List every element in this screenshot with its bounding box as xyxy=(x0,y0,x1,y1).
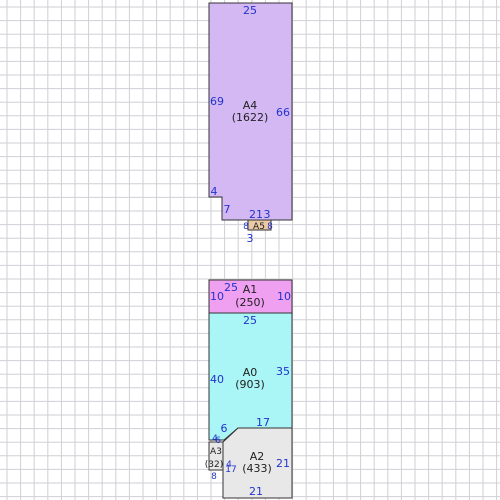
area-A0-name: A0 xyxy=(243,366,258,379)
dim-A0-right: 35 xyxy=(276,365,290,378)
area-A4-shape[interactable] xyxy=(208,2,293,221)
dim-A4-right: 66 xyxy=(276,106,290,119)
area-A5-shape[interactable] xyxy=(247,219,272,231)
dim-A2-left-b: 17 xyxy=(225,465,236,475)
dim-A4-notch-bottom: 7 xyxy=(224,203,231,216)
dim-A1-top: 25 xyxy=(224,281,238,294)
area-A3-shape[interactable] xyxy=(208,441,224,471)
area-A4-size: (1622) xyxy=(232,111,269,124)
dim-A2-left-a: 4 xyxy=(226,460,232,470)
area-A4-name: A4 xyxy=(243,99,258,112)
dim-A0-bottom: 17 xyxy=(256,416,270,429)
dim-A0-top: 25 xyxy=(243,314,257,327)
dim-A5-bottom: 3 xyxy=(247,232,254,245)
area-A1-name: A1 xyxy=(243,283,258,296)
dim-A4-bottom-right: 3 xyxy=(264,208,271,221)
dim-A3-top: 4 xyxy=(212,434,218,444)
dim-A4-top: 25 xyxy=(243,4,257,17)
dim-A1-left: 10 xyxy=(210,290,224,303)
dim-A4-bottom-mid: 21 xyxy=(249,208,263,221)
area-A1-size: (250) xyxy=(235,296,265,309)
area-A0-size: (903) xyxy=(235,378,265,391)
dim-A0-left: 40 xyxy=(210,373,224,386)
area-A2-size: (433) xyxy=(242,462,272,475)
dim-A0-diag: 6 xyxy=(221,422,228,435)
dim-A3-top-b: 6 xyxy=(215,436,221,446)
dim-A2-right: 21 xyxy=(276,457,290,470)
area-A2-name: A2 xyxy=(250,450,265,463)
dim-A4-notch-side: 4 xyxy=(211,185,218,198)
area-A3-size: (32) xyxy=(205,460,223,470)
dim-A4-left: 69 xyxy=(210,95,224,108)
area-A2-shape[interactable] xyxy=(222,427,293,499)
area-A3-name: A3 xyxy=(210,447,222,457)
dim-A2-bottom: 21 xyxy=(249,485,263,498)
dim-A1-right: 10 xyxy=(277,290,291,303)
dim-A5-right: 8 xyxy=(267,222,273,232)
dim-A5-left: 8 xyxy=(243,222,249,232)
area-A5-name: A5 xyxy=(253,222,265,232)
dim-A3-bottom: 8 xyxy=(211,472,217,482)
